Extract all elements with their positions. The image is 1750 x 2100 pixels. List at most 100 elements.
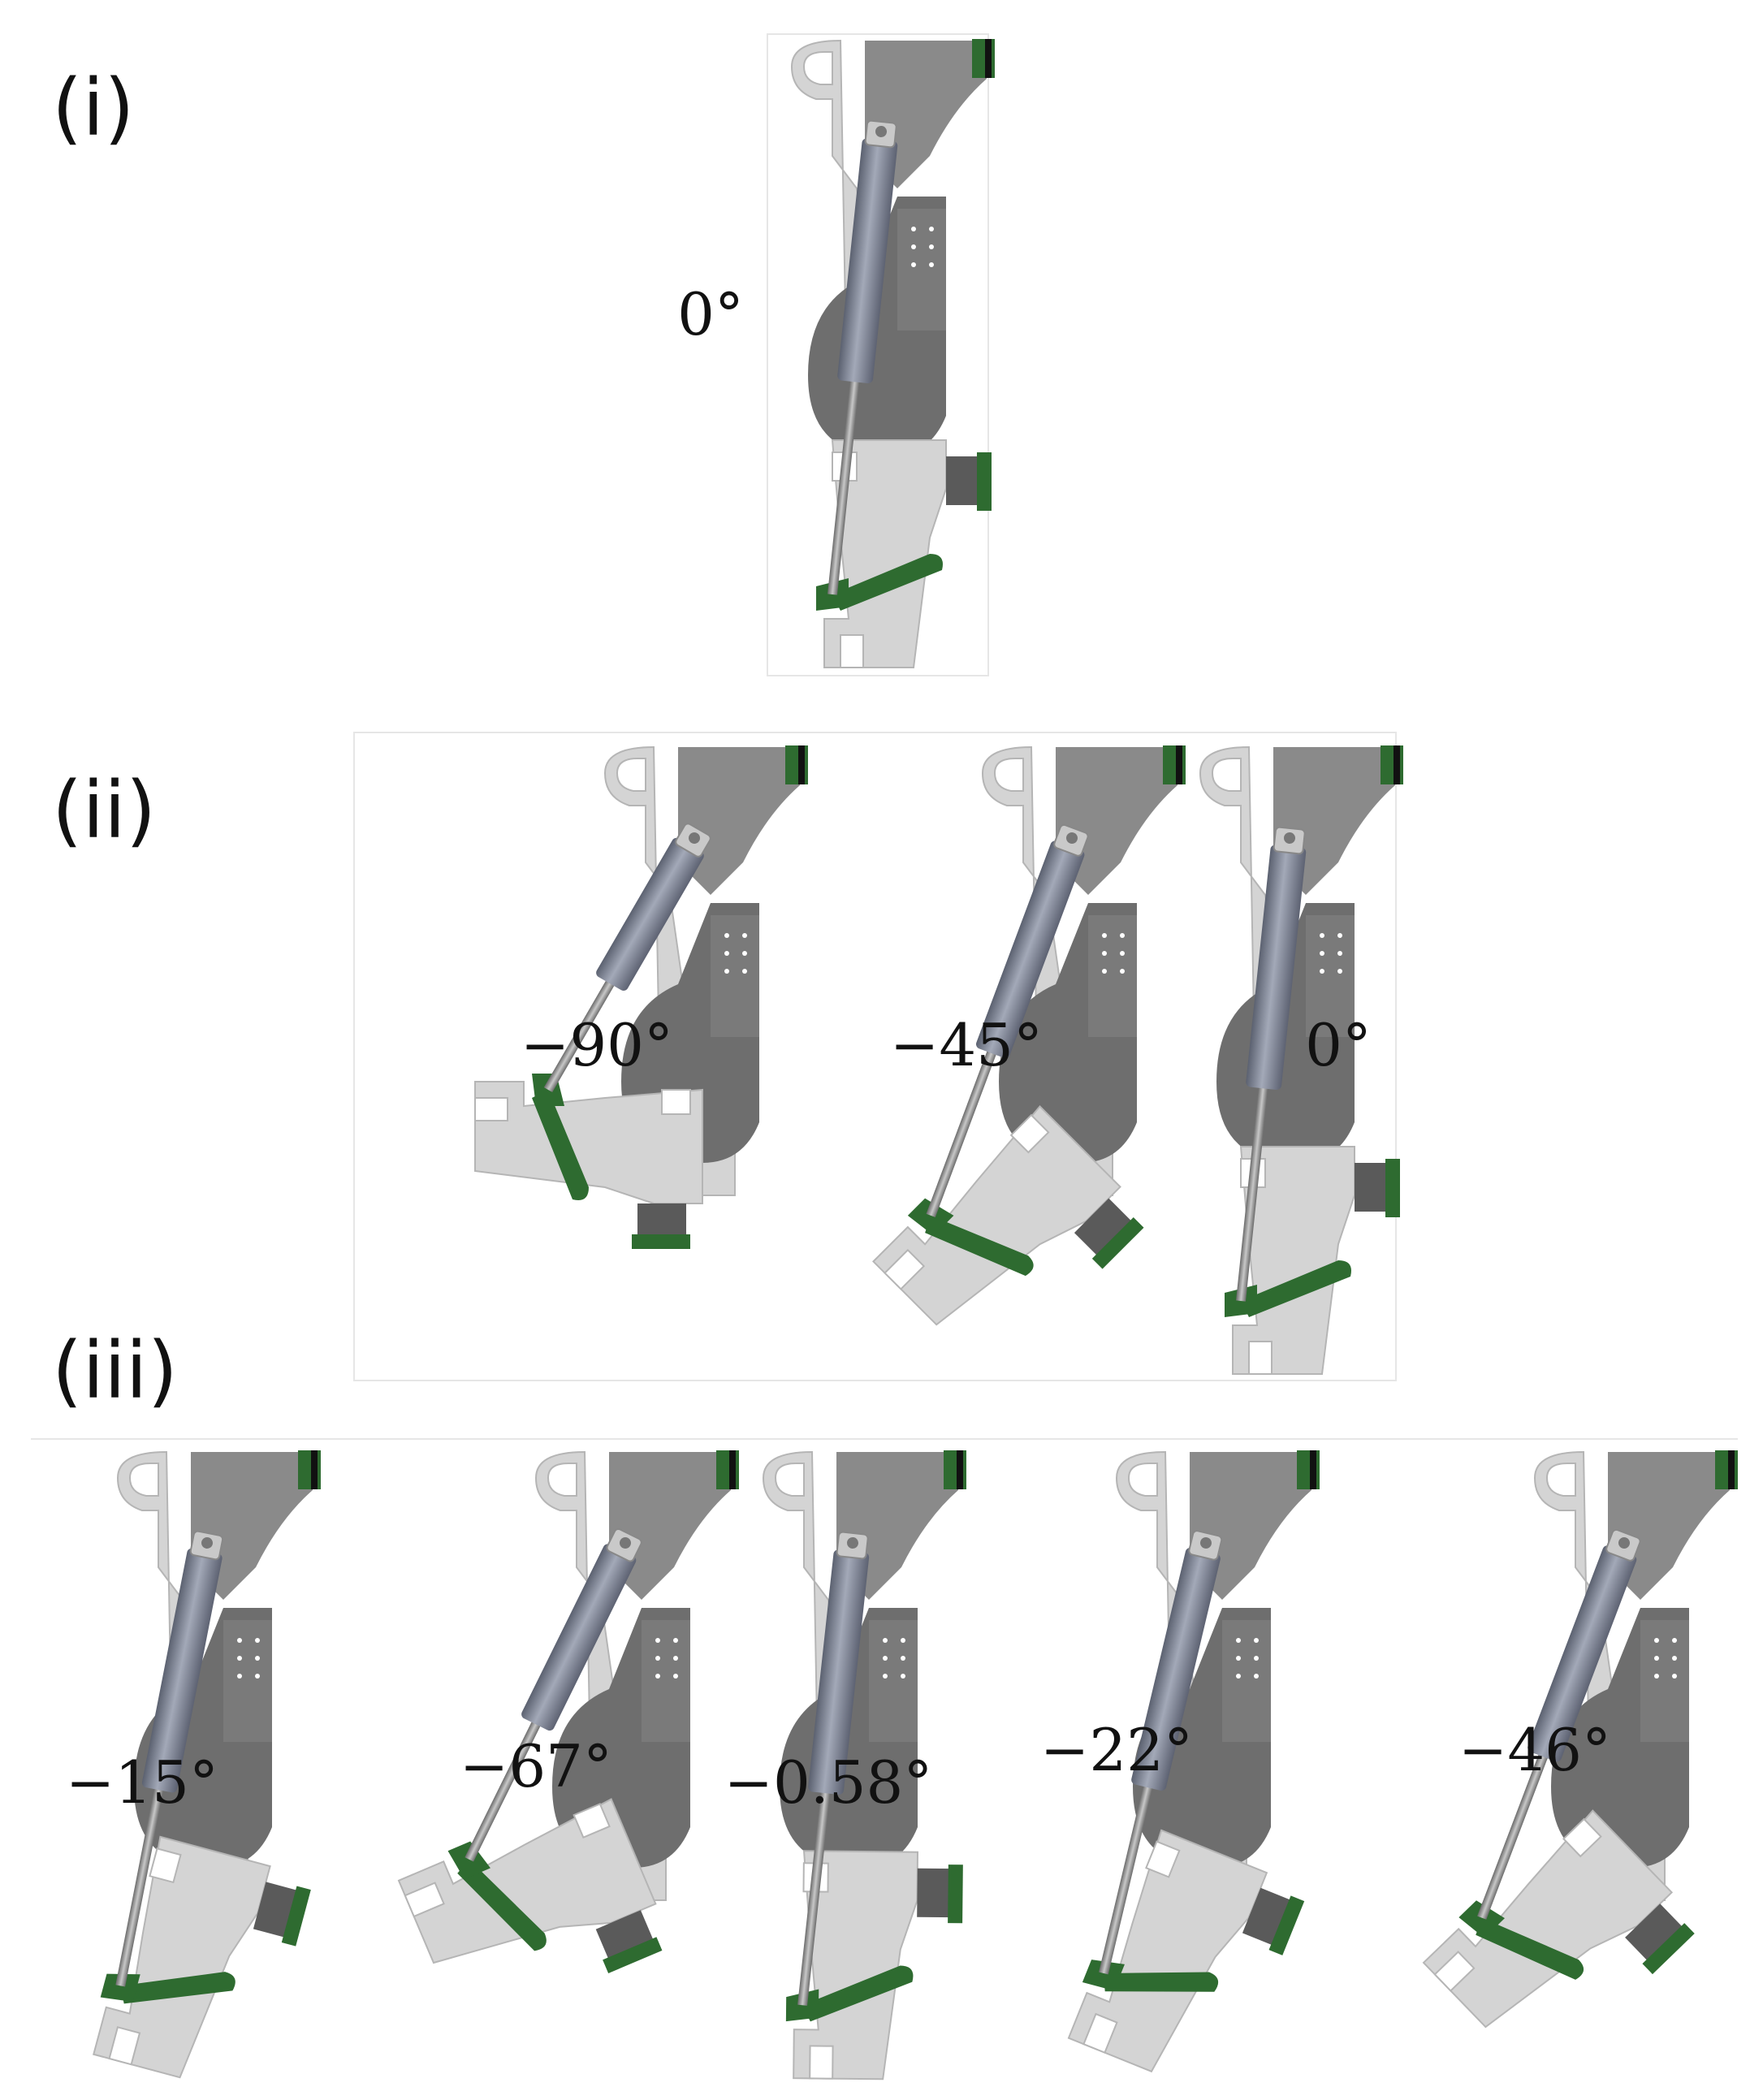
cam-bolt <box>1236 1638 1241 1643</box>
lower-frame-group <box>816 439 992 668</box>
cam-bolt <box>1654 1638 1659 1643</box>
top-mount-black <box>957 1450 963 1489</box>
mechanism-iii-5: −46° <box>1422 1450 1738 2029</box>
actuator <box>1099 1530 1223 1975</box>
lower-frame-slot <box>884 1248 926 1290</box>
actuator <box>543 823 711 1093</box>
lower-frame-slot <box>1248 1341 1273 1375</box>
lower-frame <box>397 1798 657 1964</box>
lower-frame-slot <box>149 1847 182 1884</box>
green-link <box>925 1215 1034 1277</box>
cam-bolt <box>237 1656 242 1661</box>
cam-bolt <box>1254 1638 1259 1643</box>
cam-plate <box>869 1620 918 1742</box>
upper-frame-hook <box>802 51 833 85</box>
side-mount-dark <box>637 1203 686 1240</box>
cam-bolt <box>901 1656 905 1661</box>
mechanism-ii-2: −45° <box>872 745 1186 1326</box>
upper-frame-dark-plate <box>1056 747 1177 895</box>
top-mount-black <box>798 745 805 784</box>
green-link <box>1103 1972 1219 1992</box>
cam-bolt <box>911 262 916 267</box>
upper-frame-hook <box>1211 758 1242 792</box>
lower-frame-slot <box>1082 2012 1118 2054</box>
cylinder-body <box>521 1544 637 1731</box>
top-pivot-pin <box>689 832 700 844</box>
top-mount-black <box>985 39 992 78</box>
cam-bolt <box>883 1674 888 1679</box>
cam-bolt <box>1320 969 1324 974</box>
green-link <box>457 1859 547 1951</box>
actuator <box>1477 1528 1641 1920</box>
lower-frame-slot <box>1145 1840 1181 1878</box>
lower-frame-slot <box>474 1097 508 1121</box>
green-link <box>832 554 943 611</box>
cam-bolt <box>1337 951 1342 956</box>
cam-bolt <box>901 1674 905 1679</box>
green-foot <box>447 1841 490 1880</box>
lower-frame-slot <box>1562 1817 1602 1858</box>
cam-bolt <box>673 1638 678 1643</box>
cam-bolt <box>1672 1638 1677 1643</box>
upper-frame-dark-plate <box>1608 1452 1730 1600</box>
lower-frame-group <box>1225 1146 1400 1375</box>
green-link <box>532 1090 589 1200</box>
cam-bolt <box>901 1638 905 1643</box>
upper-frame-hook <box>993 758 1024 792</box>
lower-frame-group <box>93 1835 311 2079</box>
cam-plate <box>1222 1620 1271 1742</box>
side-mount-green <box>281 1886 311 1947</box>
green-link <box>1476 1917 1584 1980</box>
upper-frame-hook <box>1127 1463 1158 1497</box>
cylinder-body <box>808 1549 870 1795</box>
cam-bolt <box>1102 951 1107 956</box>
upper-frame-hook <box>774 1463 805 1497</box>
angle-label: 0° <box>1305 1011 1372 1079</box>
upper-frame-hook <box>547 1463 577 1497</box>
top-mount-black <box>1310 1450 1316 1489</box>
cam-bolt <box>1672 1674 1677 1679</box>
actuator <box>827 119 898 595</box>
side-mount-dark <box>917 1868 954 1918</box>
mechanism-ii-1: −90° <box>474 745 808 1249</box>
cylinder-body <box>1527 1545 1637 1762</box>
top-pivot-pin <box>1618 1537 1630 1549</box>
mechanism-iii-3: −0.58° <box>724 1450 966 2081</box>
top-mount-black <box>311 1450 318 1489</box>
lower-frame-group <box>1422 1809 1695 2029</box>
top-pivot-pin <box>875 126 887 137</box>
cam-plate <box>1088 915 1137 1037</box>
side-mount-dark <box>1355 1163 1391 1212</box>
row-label-iii: (iii) <box>52 1325 178 1416</box>
cam-bolt <box>724 969 729 974</box>
cam-bolt <box>883 1656 888 1661</box>
lower-frame-group <box>397 1798 663 1973</box>
side-mount-green <box>1642 1923 1695 1975</box>
cam-bolt <box>1120 951 1125 956</box>
row-label-i: (i) <box>52 63 135 153</box>
cam-plate <box>223 1620 272 1742</box>
mechanism-iii-2: −67° <box>397 1450 739 1973</box>
actuator <box>115 1530 224 1987</box>
row-ii: −90°−45° 0° <box>474 745 1403 1375</box>
side-mount-dark <box>946 456 983 505</box>
actuator <box>1236 826 1307 1302</box>
actuator <box>926 823 1089 1217</box>
cam-bolt <box>929 244 934 249</box>
green-foot <box>785 1989 819 2022</box>
cam-plate <box>1640 1620 1689 1742</box>
upper-frame-hook <box>1545 1463 1576 1497</box>
cam-plate <box>711 915 759 1037</box>
cam-bolt <box>1337 969 1342 974</box>
cam-bolt <box>1120 933 1125 938</box>
cam-bolt <box>1120 969 1125 974</box>
mechanism-iii-4: −22° <box>1040 1450 1320 2073</box>
cam-bolt <box>673 1674 678 1679</box>
green-foot <box>907 1198 954 1236</box>
cam-bolt <box>929 227 934 231</box>
lower-frame-group <box>474 1074 703 1249</box>
lower-frame-group <box>1067 1829 1305 2073</box>
cam-bolt <box>1320 933 1324 938</box>
actuator <box>797 1531 870 2006</box>
cam-bolt <box>255 1638 260 1643</box>
